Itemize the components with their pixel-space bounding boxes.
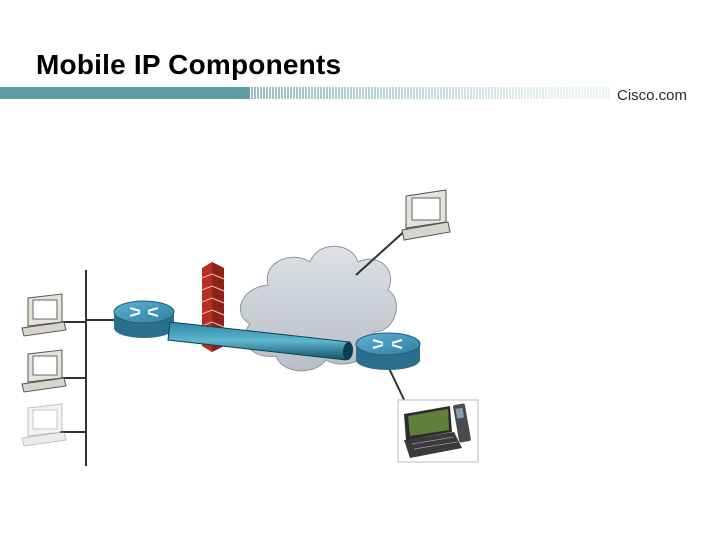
router-icon xyxy=(113,300,175,338)
workstation-icon xyxy=(401,189,451,241)
slide-title: Mobile IP Components xyxy=(36,49,342,80)
workstation-icon xyxy=(21,293,67,337)
router-icon xyxy=(355,332,421,370)
workstation-icon xyxy=(21,349,67,393)
header-stripe xyxy=(0,87,610,99)
mobile-node-icon xyxy=(397,399,479,463)
tunnel-icon xyxy=(167,321,354,361)
link-cloud-remote-host xyxy=(355,227,409,276)
header-bar xyxy=(0,84,720,102)
cisco-brand: Cisco.com xyxy=(617,87,688,104)
workstation-icon xyxy=(21,403,67,447)
